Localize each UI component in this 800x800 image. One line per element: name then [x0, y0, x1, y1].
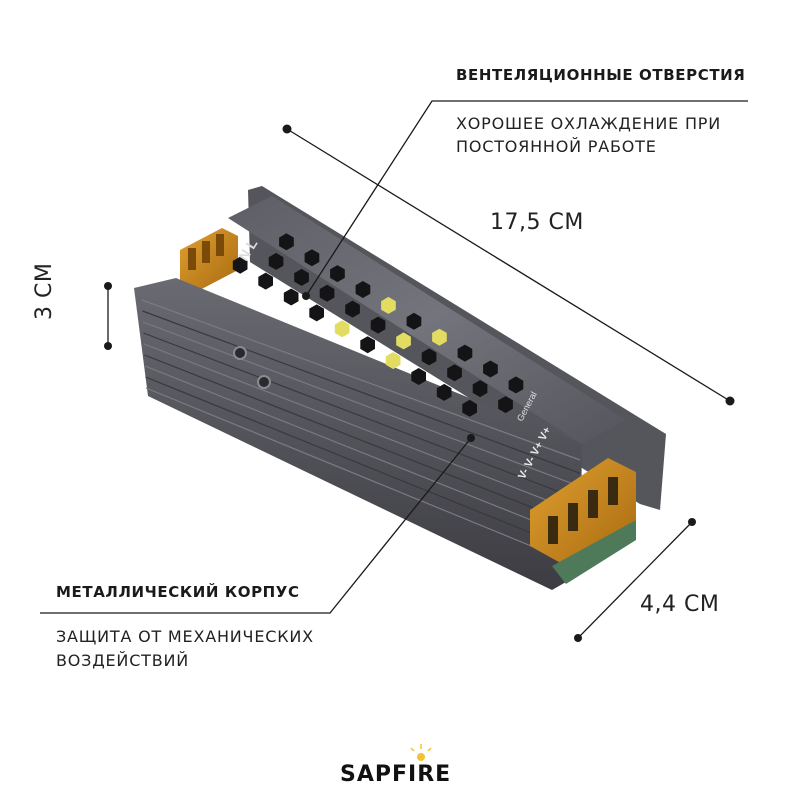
cooling-rib	[145, 387, 581, 567]
vent-hole	[421, 348, 437, 366]
width-dimension-label: 4,4 СМ	[640, 592, 720, 617]
vent-hole	[355, 281, 371, 298]
annotation-lines	[40, 100, 748, 639]
cooling-rib	[143, 332, 581, 501]
case-callout-desc-line2: ВОЗДЕЙСТВИЙ	[56, 651, 190, 670]
brand-logo: SAPFIRE	[340, 762, 452, 787]
vents-callout-line	[305, 100, 748, 297]
vent-hole	[345, 300, 360, 318]
vent-hole	[432, 328, 447, 346]
vent-hole	[483, 360, 498, 378]
vent-hole	[457, 344, 473, 362]
vent-hole	[462, 399, 477, 417]
vent-hole	[508, 376, 524, 394]
cooling-rib	[145, 376, 581, 554]
vent-hole	[436, 383, 452, 401]
power-supply-unit: N L General V- V- V+ V+	[134, 186, 666, 590]
vent-hole	[309, 304, 324, 322]
vent-hole	[381, 296, 396, 314]
vent-hole	[232, 256, 248, 274]
vent-hole	[334, 320, 350, 338]
right-terminal-block	[530, 458, 636, 584]
case-callout-desc-line1: ЗАЩИТА ОТ МЕХАНИЧЕСКИХ	[56, 627, 314, 646]
screw	[257, 375, 271, 389]
vent-hole	[294, 268, 309, 286]
vent-hole	[279, 233, 294, 251]
length-dimension-line	[286, 128, 731, 402]
cooling-rib	[142, 310, 581, 474]
cooling-ribs	[141, 299, 581, 567]
width-dimension-line	[577, 521, 693, 639]
length-dimension-label: 17,5 СМ	[490, 210, 584, 235]
vent-hole	[360, 336, 375, 354]
lightbulb-icon	[410, 744, 432, 761]
vent-hole	[370, 316, 386, 334]
vent-hole	[411, 368, 426, 385]
vent-hole	[385, 352, 401, 370]
vent-hole	[447, 364, 462, 382]
vent-hole	[283, 288, 299, 306]
vent-hole	[319, 284, 335, 302]
cooling-rib	[141, 299, 581, 461]
cooling-rib	[143, 343, 581, 514]
vent-hole	[396, 332, 411, 350]
vents-callout-desc-line2: ПОСТОЯННОЙ РАБОТЕ	[456, 137, 657, 156]
vent-hole	[498, 396, 513, 414]
cooling-rib	[144, 354, 581, 527]
case-callout-line	[40, 437, 472, 614]
cooling-rib	[144, 365, 581, 541]
ventilation-holes	[232, 233, 524, 417]
top-cover	[228, 196, 626, 444]
left-terminal-block	[180, 228, 238, 292]
vent-hole	[258, 272, 273, 290]
height-dimension-label: 3 СМ	[32, 262, 57, 320]
vent-hole	[268, 252, 284, 270]
vents-callout-title: ВЕНТЕЛЯЦИОННЫЕ ОТВЕРСТИЯ	[456, 66, 746, 84]
case-callout-title: МЕТАЛЛИЧЕСКИЙ КОРПУС	[56, 583, 300, 601]
dimension-endpoints	[104, 124, 735, 642]
vent-hole	[330, 265, 345, 283]
vent-hole	[472, 380, 488, 398]
vents-callout-desc-line1: ХОРОШЕЕ ОХЛАЖДЕНИЕ ПРИ	[456, 114, 722, 133]
cooling-rib	[142, 321, 581, 488]
vent-hole	[304, 249, 320, 267]
vent-hole	[406, 312, 422, 330]
screw	[233, 346, 247, 360]
